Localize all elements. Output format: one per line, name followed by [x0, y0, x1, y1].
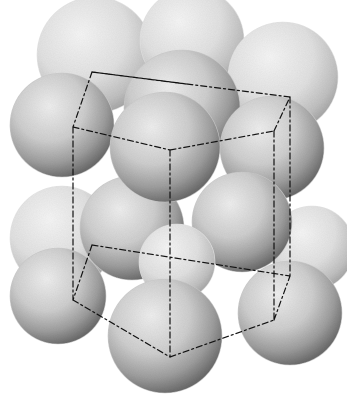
atom-spheres	[10, 0, 347, 393]
atom-sphere	[110, 92, 220, 202]
atom-sphere	[10, 73, 114, 177]
atom-sphere	[108, 279, 222, 393]
atom-sphere	[10, 248, 106, 344]
